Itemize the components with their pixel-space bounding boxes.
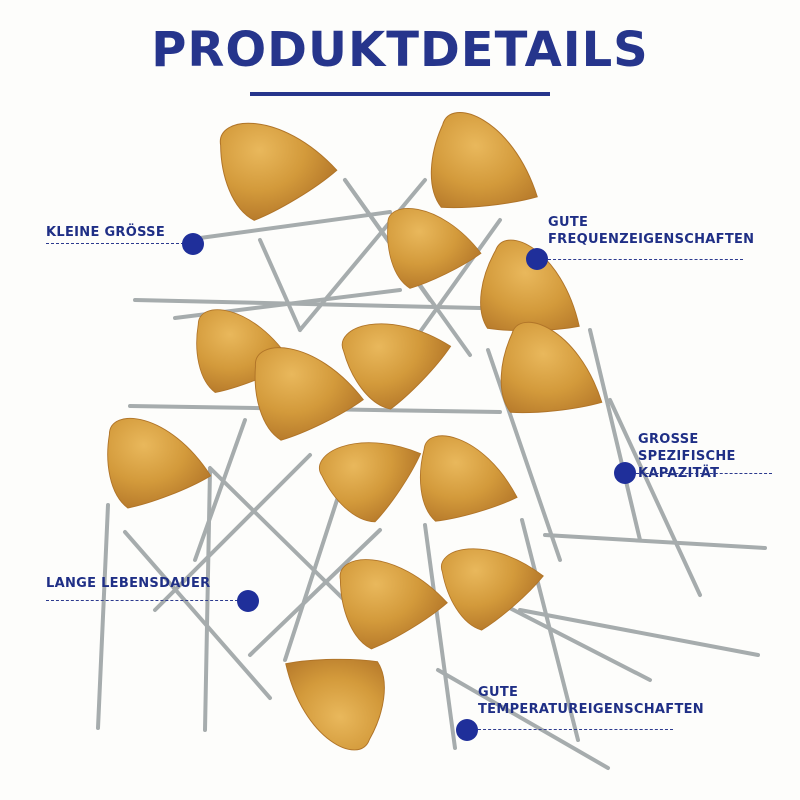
title-underline xyxy=(250,92,550,96)
lead xyxy=(518,608,760,657)
lead xyxy=(543,533,767,550)
lead xyxy=(423,523,457,750)
capacitor xyxy=(500,321,603,414)
capacitor xyxy=(440,548,544,631)
feature-label-frequency: GUTE FREQUENZEIGENSCHAFTEN xyxy=(548,215,755,247)
lead xyxy=(123,530,272,700)
wire-leads xyxy=(96,178,767,770)
feature-marker-dot xyxy=(237,590,259,612)
lead xyxy=(198,210,392,240)
capacitor xyxy=(480,239,580,332)
page-title: PRODUKTDETAILS xyxy=(151,22,649,78)
lead xyxy=(486,348,562,562)
capacitor xyxy=(387,208,482,289)
lead xyxy=(96,503,110,730)
feature-dash-line xyxy=(636,473,772,474)
feature-marker-dot xyxy=(456,719,478,741)
feature-marker-dot xyxy=(182,233,204,255)
lead xyxy=(588,328,642,542)
feature-dash-line xyxy=(548,259,743,260)
lead xyxy=(133,298,482,310)
feature-marker-dot xyxy=(614,462,636,484)
feature-label-temperature: GUTE TEMPERATUREIGENSCHAFTEN xyxy=(478,685,704,717)
lead xyxy=(436,668,610,770)
capacitor xyxy=(419,435,518,522)
lead xyxy=(608,398,702,597)
lead xyxy=(248,528,382,657)
capacitor xyxy=(254,347,364,441)
lead xyxy=(258,238,302,332)
feature-label-capacitance: GROSSE SPEZIFISCHE KAPAZITÄT xyxy=(638,432,736,481)
feature-label-lifespan: LANGE LEBENSDAUER xyxy=(46,576,211,591)
capacitor xyxy=(319,442,422,523)
feature-label-small-size: KLEINE GRÖSSE xyxy=(46,225,166,240)
capacitor xyxy=(220,122,338,221)
lead xyxy=(193,418,247,562)
feature-dash-line xyxy=(46,243,184,244)
lead xyxy=(153,453,312,612)
capacitor xyxy=(285,658,385,751)
capacitor xyxy=(430,112,538,209)
capacitor xyxy=(341,323,452,410)
feature-marker-dot xyxy=(526,248,548,270)
feature-dash-line xyxy=(478,729,673,730)
capacitor xyxy=(339,559,448,650)
feature-dash-line xyxy=(46,600,238,601)
capacitor xyxy=(107,417,212,509)
capacitor-bodies xyxy=(107,112,603,751)
